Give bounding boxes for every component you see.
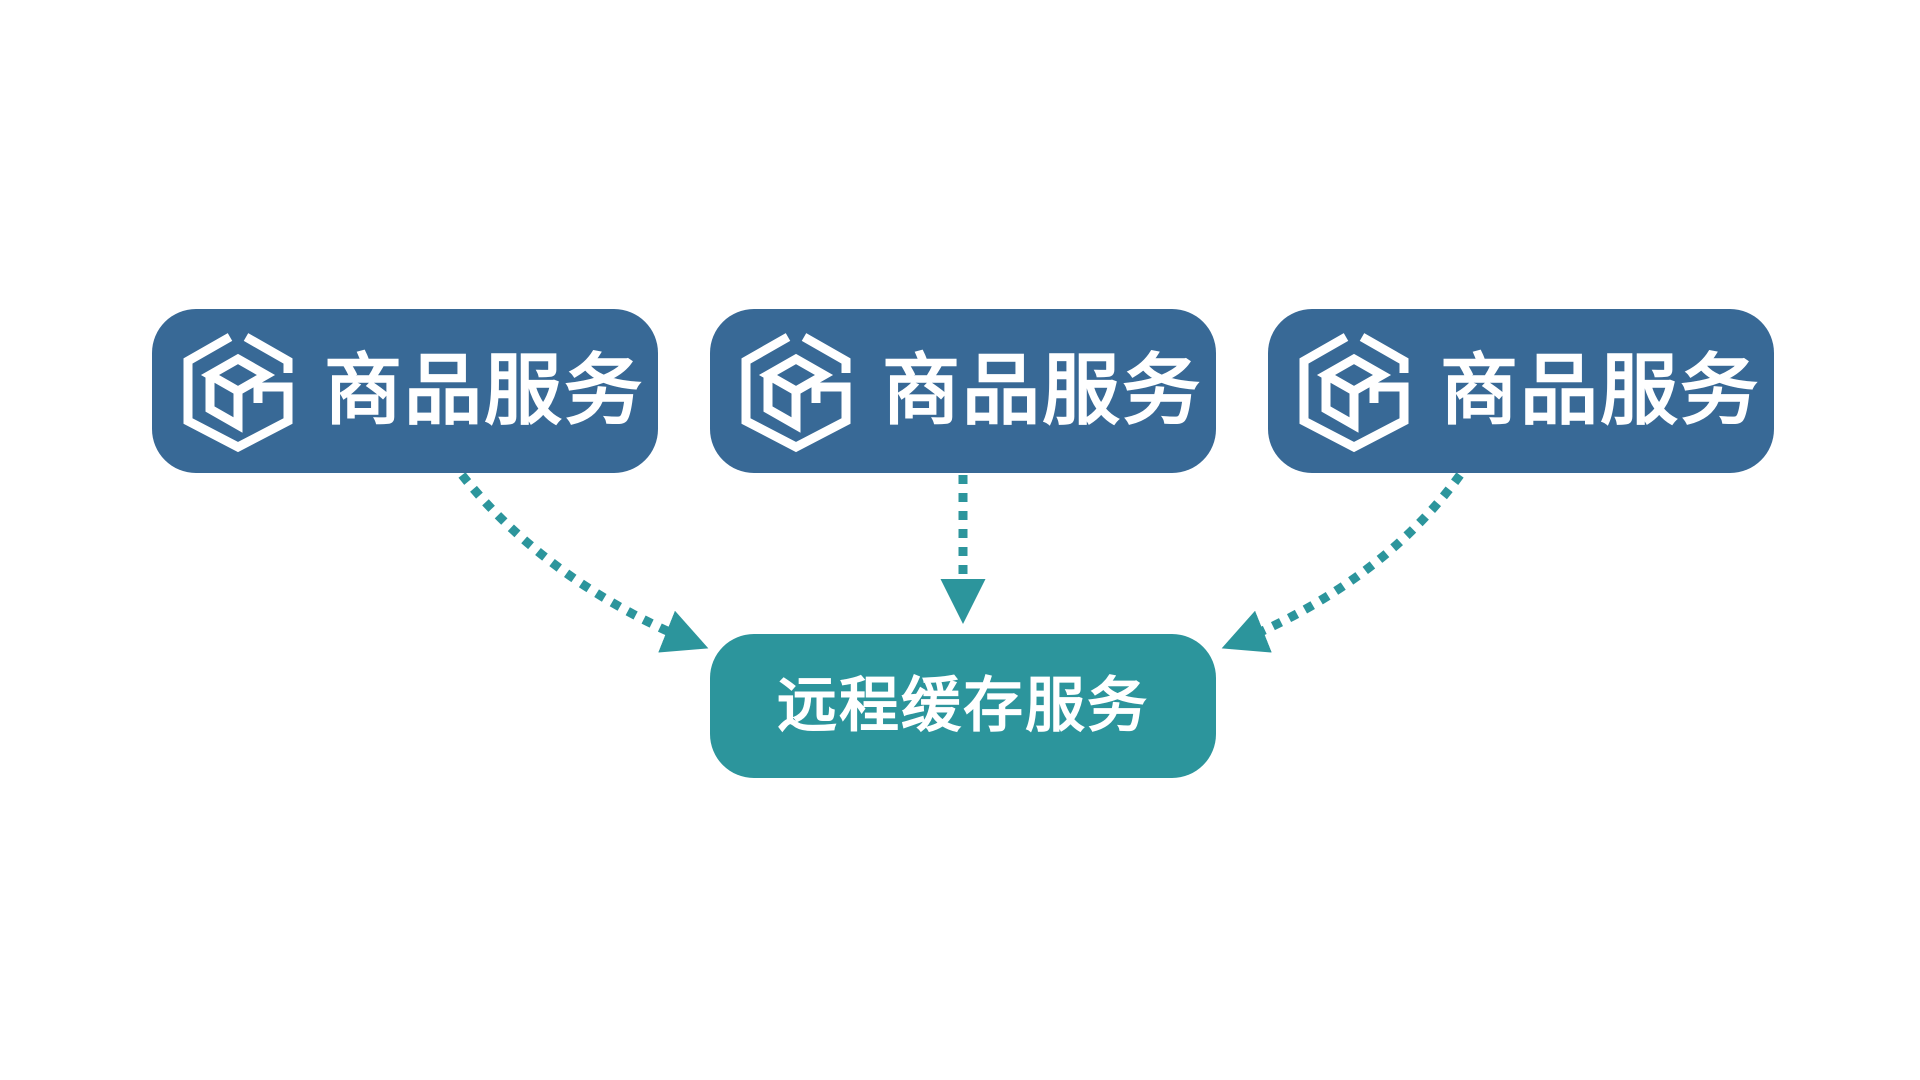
- remote-cache-node[interactable]: 远程缓存服务: [710, 634, 1216, 778]
- service-node-1[interactable]: 商品服务: [152, 309, 658, 473]
- hexagon-cube-logo-icon: [183, 333, 293, 453]
- edge-service-1-to-cache: [458, 472, 709, 653]
- service-node-label: 商品服务: [1440, 346, 1761, 436]
- service-node-label: 商品服务: [324, 346, 645, 436]
- service-node-label: 商品服务: [882, 346, 1203, 436]
- service-node-3[interactable]: 商品服务: [1268, 309, 1774, 473]
- remote-cache-label: 远程缓存服务: [777, 671, 1149, 741]
- hexagon-cube-logo-icon: [741, 333, 851, 453]
- edge-service-3-to-cache: [1221, 472, 1464, 653]
- service-node-2[interactable]: 商品服务: [710, 309, 1216, 473]
- hexagon-cube-logo-icon: [1299, 333, 1409, 453]
